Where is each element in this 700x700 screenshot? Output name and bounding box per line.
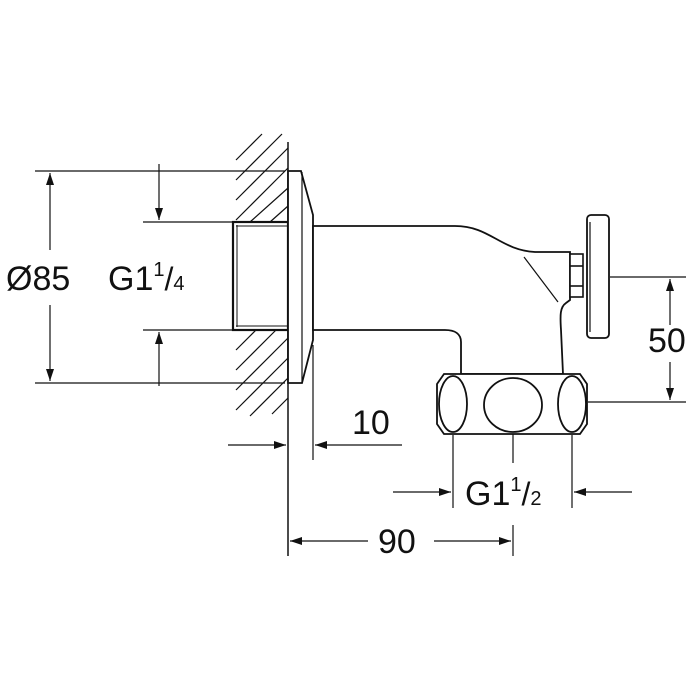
- outlet-thread-slash: /: [521, 476, 531, 512]
- inlet-thread-slash: /: [164, 261, 174, 297]
- dim-inlet-thread: [143, 164, 232, 386]
- label-height-50: 50: [648, 322, 686, 360]
- label-diameter-85: Ø85: [6, 260, 71, 298]
- inlet-thread-denominator: 4: [173, 273, 185, 295]
- dim-outlet-thread: [393, 435, 632, 508]
- outlet-thread-denominator: 2: [530, 488, 542, 510]
- dim-height-50: [588, 276, 686, 403]
- label-rosette-depth-10: 10: [352, 404, 390, 442]
- handle-stem: [569, 253, 584, 298]
- inlet-thread: [231, 220, 290, 332]
- dim-rosette-depth: [228, 345, 402, 460]
- outlet-nut: [436, 373, 588, 435]
- label-inlet-thread: G11/4: [108, 259, 185, 298]
- dim-projection-90: [290, 434, 514, 556]
- wall-hatching: [235, 133, 289, 417]
- rosette: [287, 170, 314, 384]
- handle-wheel: [586, 214, 610, 339]
- inlet-thread-main: G1: [108, 260, 154, 298]
- spout-contour-line: [523, 256, 559, 303]
- outlet-thread-main: G1: [465, 475, 511, 513]
- dim-diameter-85: [35, 170, 285, 384]
- label-projection-90: 90: [378, 523, 416, 561]
- label-outlet-thread: G11/2: [465, 474, 542, 513]
- spout-body: [312, 225, 571, 375]
- inlet-thread-numerator: 1: [153, 259, 165, 281]
- outlet-thread-numerator: 1: [510, 474, 522, 496]
